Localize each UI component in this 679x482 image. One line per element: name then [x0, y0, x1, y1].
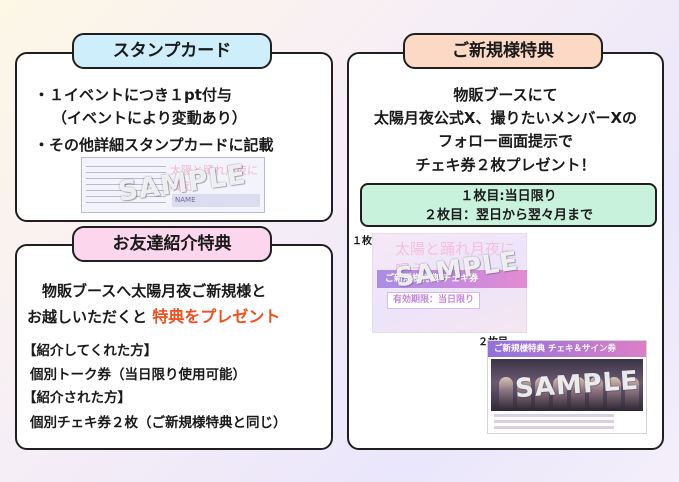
validity-first: １枚目:当日限り	[460, 189, 557, 204]
ticket1-expiry: 有効期限：当日限り	[387, 292, 481, 309]
newcomer-line-3: フォロー画面提示で	[437, 132, 573, 150]
newcomer-line-1: 物販ブースにて	[453, 86, 558, 104]
newcomer-line-2: 太陽月夜公式X、撮りたいメンバーXの	[373, 109, 638, 127]
ticket1-band: ご新規様特典 チェキ券	[377, 270, 527, 288]
stamp-card-image: 太陽と踊れ月夜に唄え NAME	[81, 157, 265, 213]
referral-intro-1: 物販ブースへ太陽月夜ご新規様と	[42, 282, 267, 300]
ticket1-caption: １枚目	[352, 236, 382, 247]
referred-benefit: 個別チェキ券２枚（ご新規様特典と同じ）	[30, 415, 287, 431]
referral-title: お友達紹介特典	[72, 226, 272, 262]
ticket2-fine-print	[494, 414, 614, 432]
ticket2-image: ご新規様特典 チェキ＆サイン券	[487, 340, 647, 434]
stamp-card-rows	[86, 162, 166, 210]
newcomer-line-4: チェキ券２枚プレゼント！	[415, 156, 596, 174]
stamp-card-name-field: NAME	[172, 194, 260, 207]
stamp-card-logo: 太陽と踊れ月夜に唄え	[170, 164, 258, 193]
stamp-line-2: （イベントにより変動あり）	[52, 109, 247, 127]
referral-intro-2: お越しいただくと 特典をプレゼント	[27, 303, 280, 327]
referrer-benefit: 個別トーク券（当日限り使用可能）	[30, 367, 246, 383]
validity-box: １枚目:当日限り ２枚目：翌日から翌々月まで	[360, 183, 657, 227]
referral-panel	[15, 244, 333, 450]
validity-second: ２枚目：翌日から翌々月まで	[423, 208, 593, 223]
stamp-card-title: スタンプカード	[72, 33, 272, 69]
referral-highlight: 特典をプレゼント	[152, 307, 281, 326]
stamp-line-1: ・１イベントにつき１pt付与	[34, 86, 232, 104]
newcomer-title: ご新規様特典	[403, 33, 603, 69]
referrer-header: 【紹介してくれた方】	[23, 343, 158, 359]
stamp-line-3: ・その他詳細スタンプカードに記載	[34, 136, 274, 154]
group-photo	[491, 359, 643, 411]
ticket1-image: 太陽と踊れ月夜に唄え ご新規様特典 チェキ券 有効期限：当日限り	[372, 233, 527, 333]
referred-header: 【紹介された方】	[23, 390, 131, 406]
ticket2-band: ご新規様特典 チェキ＆サイン券	[488, 341, 646, 357]
referral-intro-2-prefix: お越しいただくと	[27, 308, 148, 326]
